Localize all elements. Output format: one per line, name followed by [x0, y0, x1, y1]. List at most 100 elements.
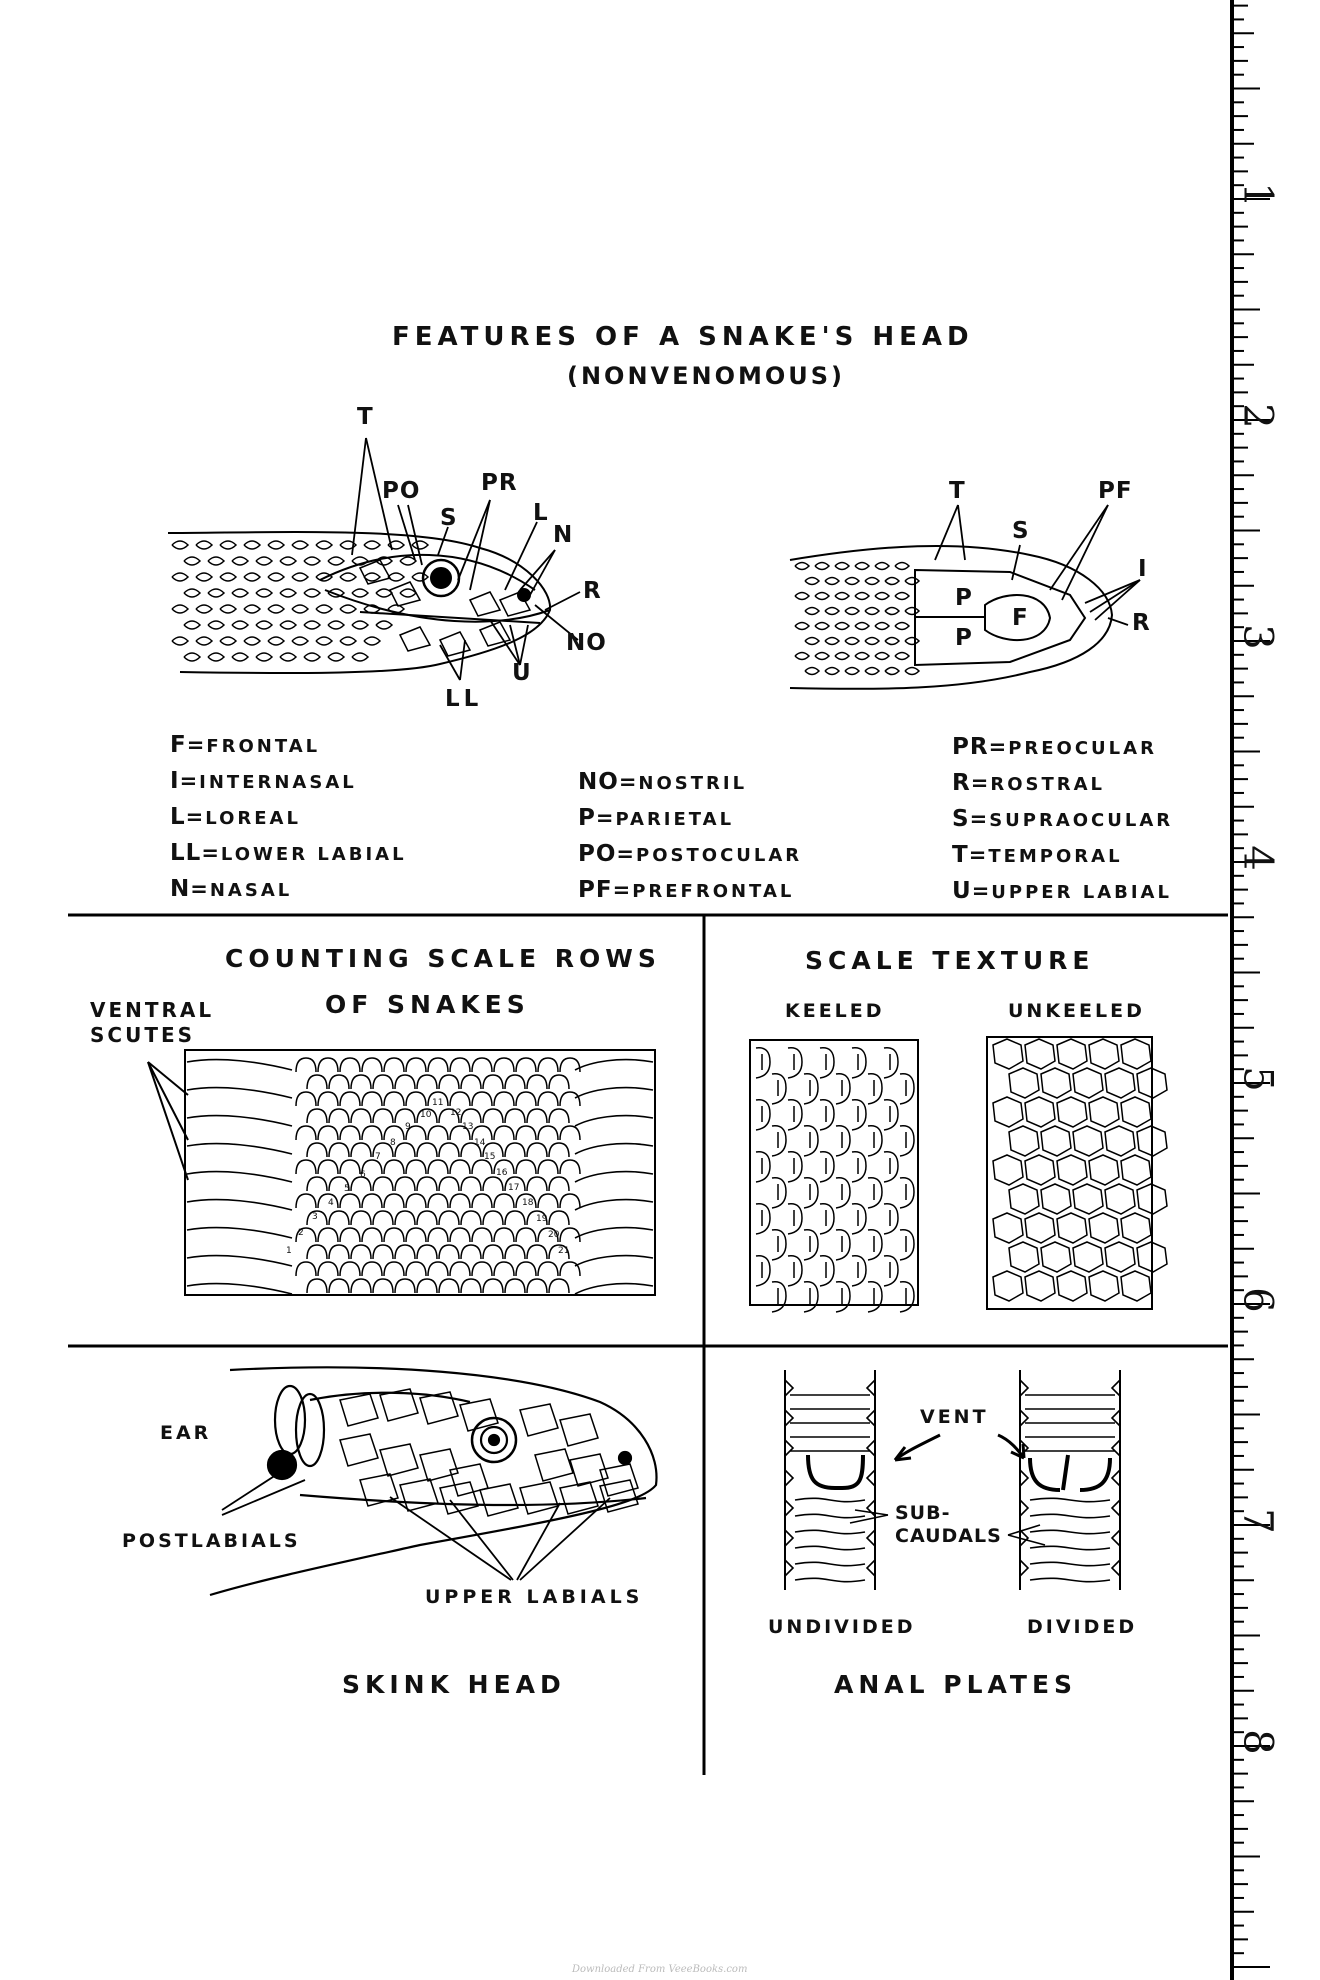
keeled-scale: [867, 1281, 883, 1313]
keeled-scale: [835, 1125, 851, 1157]
keeled-scale: [899, 1125, 915, 1157]
scale-texture-diagram: [749, 1036, 1168, 1313]
body-scale: [183, 556, 202, 566]
body-scale: [279, 620, 298, 630]
body-scale: [328, 1176, 350, 1192]
smooth-scale: [1120, 1212, 1152, 1244]
subcaudal-line: [1029, 1529, 1111, 1535]
body-scale: [864, 606, 881, 616]
body-scale: [427, 1159, 449, 1175]
body-scale: [383, 1125, 405, 1141]
body-scale: [537, 1261, 559, 1277]
body-scale: [387, 540, 406, 550]
body-scale: [515, 1261, 537, 1277]
body-scale: [295, 1227, 317, 1243]
body-scale: [279, 556, 298, 566]
keeled-scale: [803, 1281, 819, 1313]
edge-scale: [1110, 1469, 1121, 1487]
body-scale: [804, 576, 821, 586]
body-scale: [548, 1244, 570, 1260]
body-scale: [195, 540, 214, 550]
body-scale: [471, 1227, 493, 1243]
body-scale: [243, 604, 262, 614]
body-scale: [339, 1261, 361, 1277]
body-scale: [317, 1057, 339, 1073]
body-scale: [548, 1108, 570, 1124]
smooth-scale: [992, 1270, 1024, 1302]
body-scale: [449, 1227, 471, 1243]
subcaudal-line: [1029, 1545, 1111, 1551]
subcaudals-label-line1: SUB-: [895, 1502, 951, 1524]
keeled-scale: [883, 1255, 899, 1287]
ruler-number: 2: [1234, 403, 1281, 429]
body-scale: [537, 1091, 559, 1107]
snake-head-top-view: [789, 544, 1114, 690]
edge-scale: [865, 1409, 876, 1427]
body-scale: [884, 636, 901, 646]
body-scale: [375, 620, 394, 630]
smooth-scale: [1136, 1241, 1168, 1273]
body-scale: [315, 636, 334, 646]
ventral-label-line1: VENTRAL: [90, 998, 215, 1022]
body-scale: [548, 1142, 570, 1158]
scale-row-number: 11: [432, 1098, 444, 1108]
body-scale: [306, 1074, 328, 1090]
ruler-number: 7: [1234, 1508, 1281, 1534]
inch-ruler: [1230, 0, 1270, 1980]
smooth-scale: [1024, 1212, 1056, 1244]
ventral-scute-line: [574, 1254, 654, 1267]
subcaudal-line: [1029, 1513, 1111, 1519]
smooth-scale: [1120, 1038, 1152, 1070]
ventral-scute-line: [574, 1170, 654, 1183]
body-scale: [351, 556, 370, 566]
body-scale: [372, 1278, 394, 1294]
body-scale: [295, 1193, 317, 1209]
subcaudal-line: [794, 1577, 866, 1583]
ruler-number: 5: [1234, 1066, 1281, 1092]
keeled-scale: [803, 1177, 819, 1209]
edge-scale: [1019, 1409, 1030, 1427]
body-scale: [231, 620, 250, 630]
edge-scale: [1110, 1439, 1121, 1457]
skink-head-caption: SKINK HEAD: [342, 1670, 566, 1699]
body-scale: [794, 561, 811, 571]
body-scale: [399, 588, 418, 598]
body-scale: [438, 1108, 460, 1124]
body-scale: [394, 1176, 416, 1192]
body-scale: [328, 1108, 350, 1124]
smooth-scale: [1056, 1212, 1088, 1244]
body-scale: [255, 588, 274, 598]
scale-row-number: 1: [286, 1246, 292, 1256]
body-scale: [243, 572, 262, 582]
legend-item: LL=LOWER LABIAL: [170, 840, 407, 866]
smooth-scale: [1056, 1038, 1088, 1070]
body-scale: [904, 606, 921, 616]
body-scale: [449, 1125, 471, 1141]
keeled-scale: [819, 1203, 835, 1235]
snake-head-side-view: [167, 531, 552, 675]
body-scale: [405, 1261, 427, 1277]
body-scale: [195, 572, 214, 582]
smooth-scale: [1120, 1096, 1152, 1128]
head-scale: [519, 1481, 559, 1515]
body-scale: [471, 1125, 493, 1141]
anal-plates-caption: ANAL PLATES: [834, 1670, 1078, 1699]
smooth-scale: [1008, 1067, 1040, 1099]
body-scale: [427, 1227, 449, 1243]
body-scale: [372, 1244, 394, 1260]
body-scale: [526, 1210, 548, 1226]
ventral-scute-line: [186, 1142, 293, 1155]
keeled-scale: [787, 1099, 803, 1131]
body-scale: [383, 1227, 405, 1243]
subcaudals-label-line2: CAUDALS: [895, 1525, 1002, 1547]
body-scale: [804, 666, 821, 676]
ventral-scute-line: [186, 1114, 293, 1127]
smooth-scale: [1024, 1096, 1056, 1128]
head-scale: [419, 1391, 459, 1425]
smooth-scale: [1072, 1067, 1104, 1099]
body-scale: [267, 572, 286, 582]
keeled-scale: [851, 1099, 867, 1131]
body-scale: [279, 652, 298, 662]
body-scale: [874, 651, 891, 661]
body-scale: [449, 1261, 471, 1277]
